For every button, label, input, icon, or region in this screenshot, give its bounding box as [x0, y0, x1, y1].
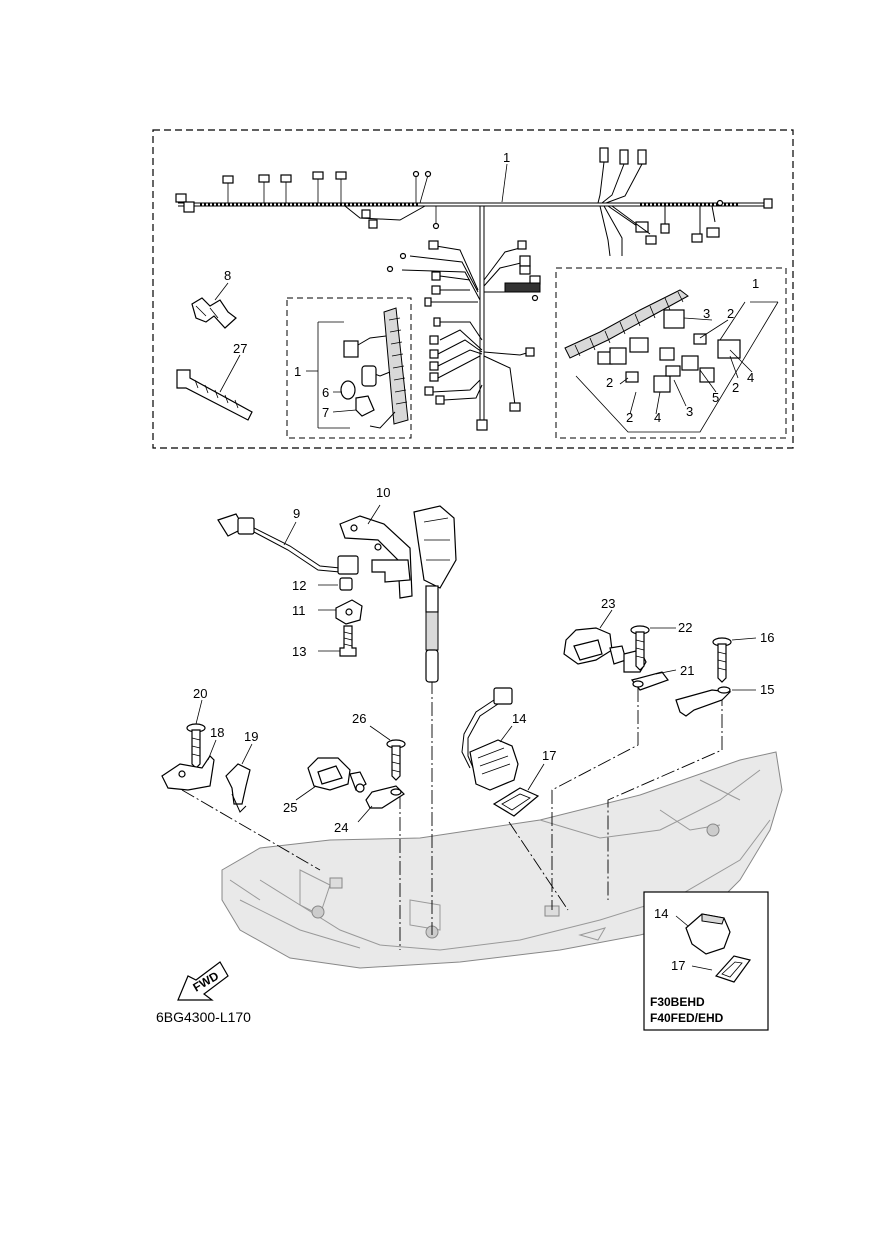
leader-1 [501, 163, 508, 203]
callout-14-variant: 14 [654, 906, 668, 921]
fwd-arrow: FWD [177, 961, 229, 1001]
callout-2b: 2 [606, 375, 613, 390]
callout-26: 26 [352, 711, 366, 726]
diagram-code: 6BG4300-L170 [156, 1009, 251, 1025]
model-line-1: F30BEHD [650, 995, 705, 1009]
callout-7: 7 [322, 405, 329, 420]
callout-9: 9 [293, 506, 300, 521]
callout-8: 8 [224, 268, 231, 283]
callout-16: 16 [760, 630, 774, 645]
bracket-10: 10 [339, 485, 457, 683]
callout-24: 24 [334, 820, 348, 835]
callout-2c: 2 [732, 380, 739, 395]
guide-line-18 [181, 789, 321, 871]
parts-14-17: 14 17 [461, 687, 556, 817]
connector-end-right [763, 198, 773, 209]
model-line-2: F40FED/EHD [650, 1011, 724, 1025]
callout-4b: 4 [654, 410, 661, 425]
guide-line-15 [607, 692, 723, 900]
callout-22: 22 [678, 620, 692, 635]
connector-inset: 1 2 3 2 3 2 5 2 4 4 2 3 [555, 267, 787, 439]
callout-4a: 4 [747, 370, 754, 385]
guide-line-17 [508, 821, 569, 911]
parts-18-19-20: 20 18 19 [161, 686, 258, 813]
callout-1-sensor: 1 [294, 364, 301, 379]
callout-3a: 3 [703, 306, 710, 321]
parts-15-16: 16 15 [675, 630, 774, 717]
callout-13: 13 [292, 644, 306, 659]
callout-1-harness: 1 [503, 150, 510, 165]
callout-17: 17 [542, 748, 556, 763]
wire-lead-9: 9 [217, 506, 359, 575]
parts-11-12-13: 12 11 13 [292, 577, 363, 659]
sensor-harness-inset: 1 6 7 [286, 297, 412, 439]
harness-group-border [152, 129, 794, 449]
cable-tie-27: 27 [176, 341, 253, 421]
callout-25: 25 [283, 800, 297, 815]
callout-10: 10 [376, 485, 390, 500]
callout-5: 5 [712, 390, 719, 405]
callout-11: 11 [292, 603, 306, 618]
connector-end-left [175, 193, 187, 203]
callout-17-variant: 17 [671, 958, 685, 973]
guide-line-21 [551, 688, 639, 910]
callout-2d: 2 [626, 410, 633, 425]
callout-3b: 3 [686, 404, 693, 419]
harness-tags-left [222, 170, 432, 204]
sensor-inset-border [286, 297, 412, 439]
model-variant-box: 14 17 F30BEHD F40FED/EHD [643, 891, 769, 1031]
lower-assembly: 10 9 12 11 13 [156, 485, 783, 1031]
callout-23: 23 [601, 596, 615, 611]
callout-15: 15 [760, 682, 774, 697]
callout-20: 20 [193, 686, 207, 701]
clip-8: 8 [191, 268, 237, 329]
callout-1-connectors: 1 [752, 276, 759, 291]
harness-plugs-right [597, 147, 724, 257]
parts-24-25-26: 26 25 24 [283, 711, 406, 835]
wire-harness-group: 1 8 27 [152, 129, 794, 449]
callout-27: 27 [233, 341, 247, 356]
callout-2a: 2 [727, 306, 734, 321]
connector-inset-border [555, 267, 787, 439]
bottom-cowling [221, 751, 783, 969]
callout-19: 19 [244, 729, 258, 744]
callout-6: 6 [322, 385, 329, 400]
harness-branch-center [386, 206, 541, 431]
harness-branch-left [344, 205, 440, 230]
callout-14: 14 [512, 711, 526, 726]
callout-18: 18 [210, 725, 224, 740]
callout-21: 21 [680, 663, 694, 678]
callout-12: 12 [292, 578, 306, 593]
parts-21-22-23: 23 22 21 [563, 596, 694, 691]
